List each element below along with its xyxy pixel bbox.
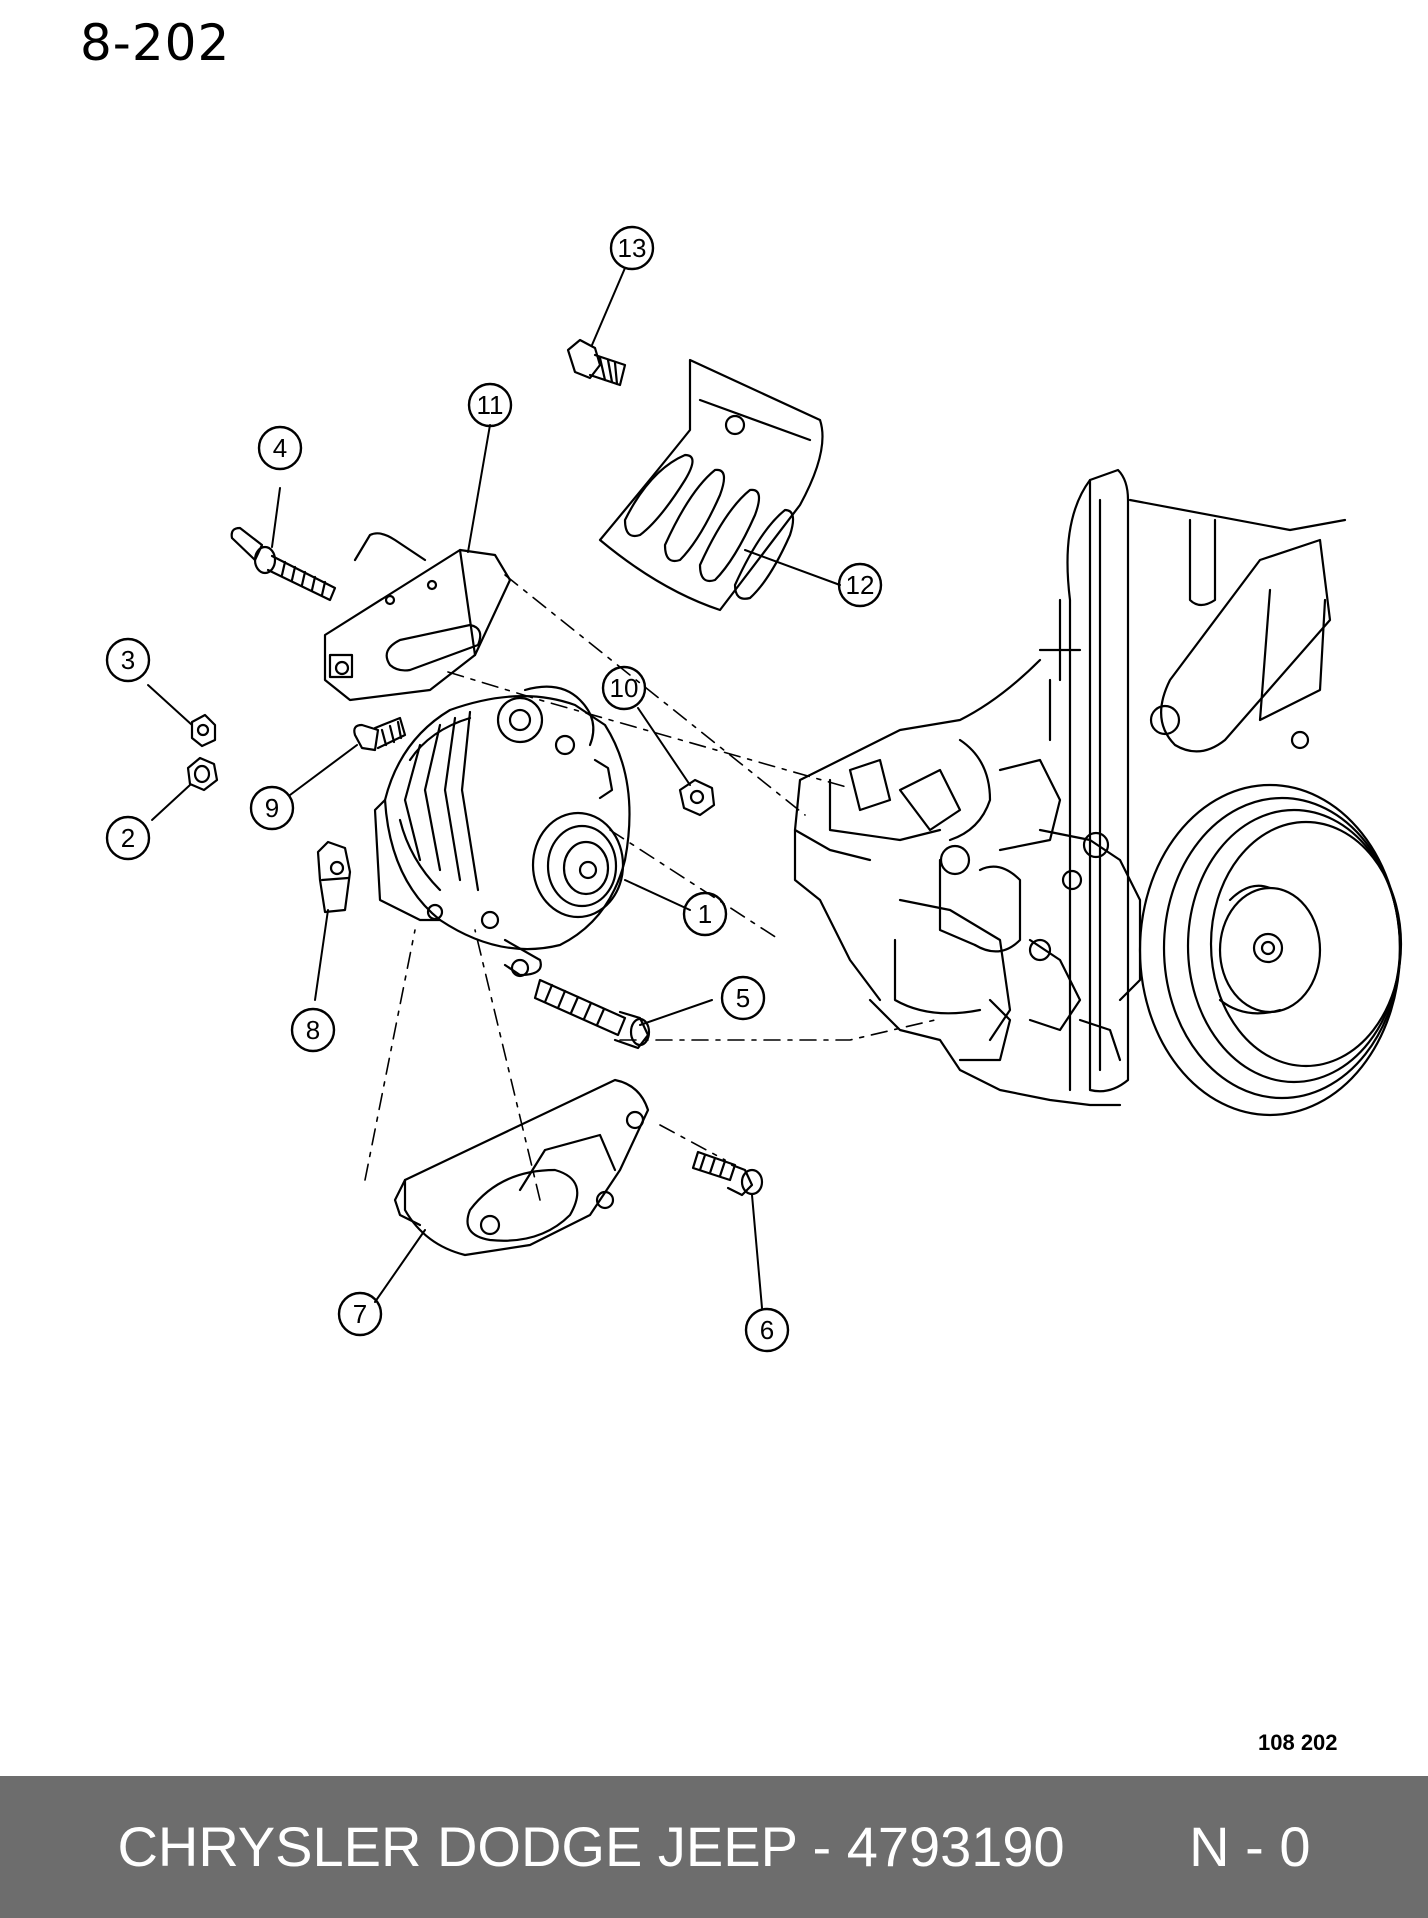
callout-12: 12 [846, 570, 875, 600]
bolt-part-5 [533, 978, 651, 1050]
bolt-part-13 [566, 338, 627, 387]
callout-6: 6 [760, 1315, 774, 1345]
footer-bar: CHRYSLER DODGE JEEP - 4793190 N - 0 [0, 1776, 1428, 1918]
callout-2: 2 [121, 823, 135, 853]
exploded-view-diagram: 13 11 4 3 2 9 10 8 1 5 6 7 12 [105, 225, 1403, 1353]
nut-part-2 [186, 756, 219, 792]
callout-numbers: 13 11 4 3 2 9 10 8 1 5 6 7 12 [121, 233, 875, 1345]
bolt-part-6 [691, 1150, 764, 1197]
callout-10: 10 [610, 673, 639, 703]
heat-shield-part-12 [598, 358, 824, 612]
lower-bracket-part-7 [393, 1078, 650, 1257]
bolt-part-4 [230, 526, 337, 602]
figure-code: 108 202 [1258, 1730, 1338, 1755]
callout-3: 3 [121, 645, 135, 675]
footer-part-number: 4793190 [846, 1815, 1065, 1878]
callout-11: 11 [477, 390, 504, 420]
footer-text: CHRYSLER DODGE JEEP - 4793190 N - 0 [0, 1776, 1428, 1918]
alignment-guide-lines [364, 574, 936, 1201]
engine-block-illustration [793, 468, 1403, 1117]
callout-5: 5 [736, 983, 750, 1013]
clip-part-8 [316, 840, 352, 914]
callout-7: 7 [353, 1299, 367, 1329]
footer-suffix: N - 0 [1189, 1815, 1311, 1878]
callout-leader-lines [147, 267, 841, 1309]
callout-4: 4 [273, 433, 287, 463]
alternator-part-1 [373, 685, 631, 978]
callout-circles [105, 225, 883, 1353]
callout-9: 9 [265, 793, 279, 823]
callout-1: 1 [698, 899, 712, 929]
footer-separator: - [796, 1815, 847, 1878]
callout-8: 8 [306, 1015, 320, 1045]
nut-part-3 [190, 713, 217, 748]
footer-brand: CHRYSLER DODGE JEEP [117, 1815, 797, 1878]
bolt-part-9 [353, 716, 407, 752]
page-number: 8-202 [80, 14, 231, 72]
upper-bracket-part-11 [323, 532, 512, 702]
callout-13: 13 [618, 233, 647, 263]
nut-part-10 [678, 778, 716, 817]
